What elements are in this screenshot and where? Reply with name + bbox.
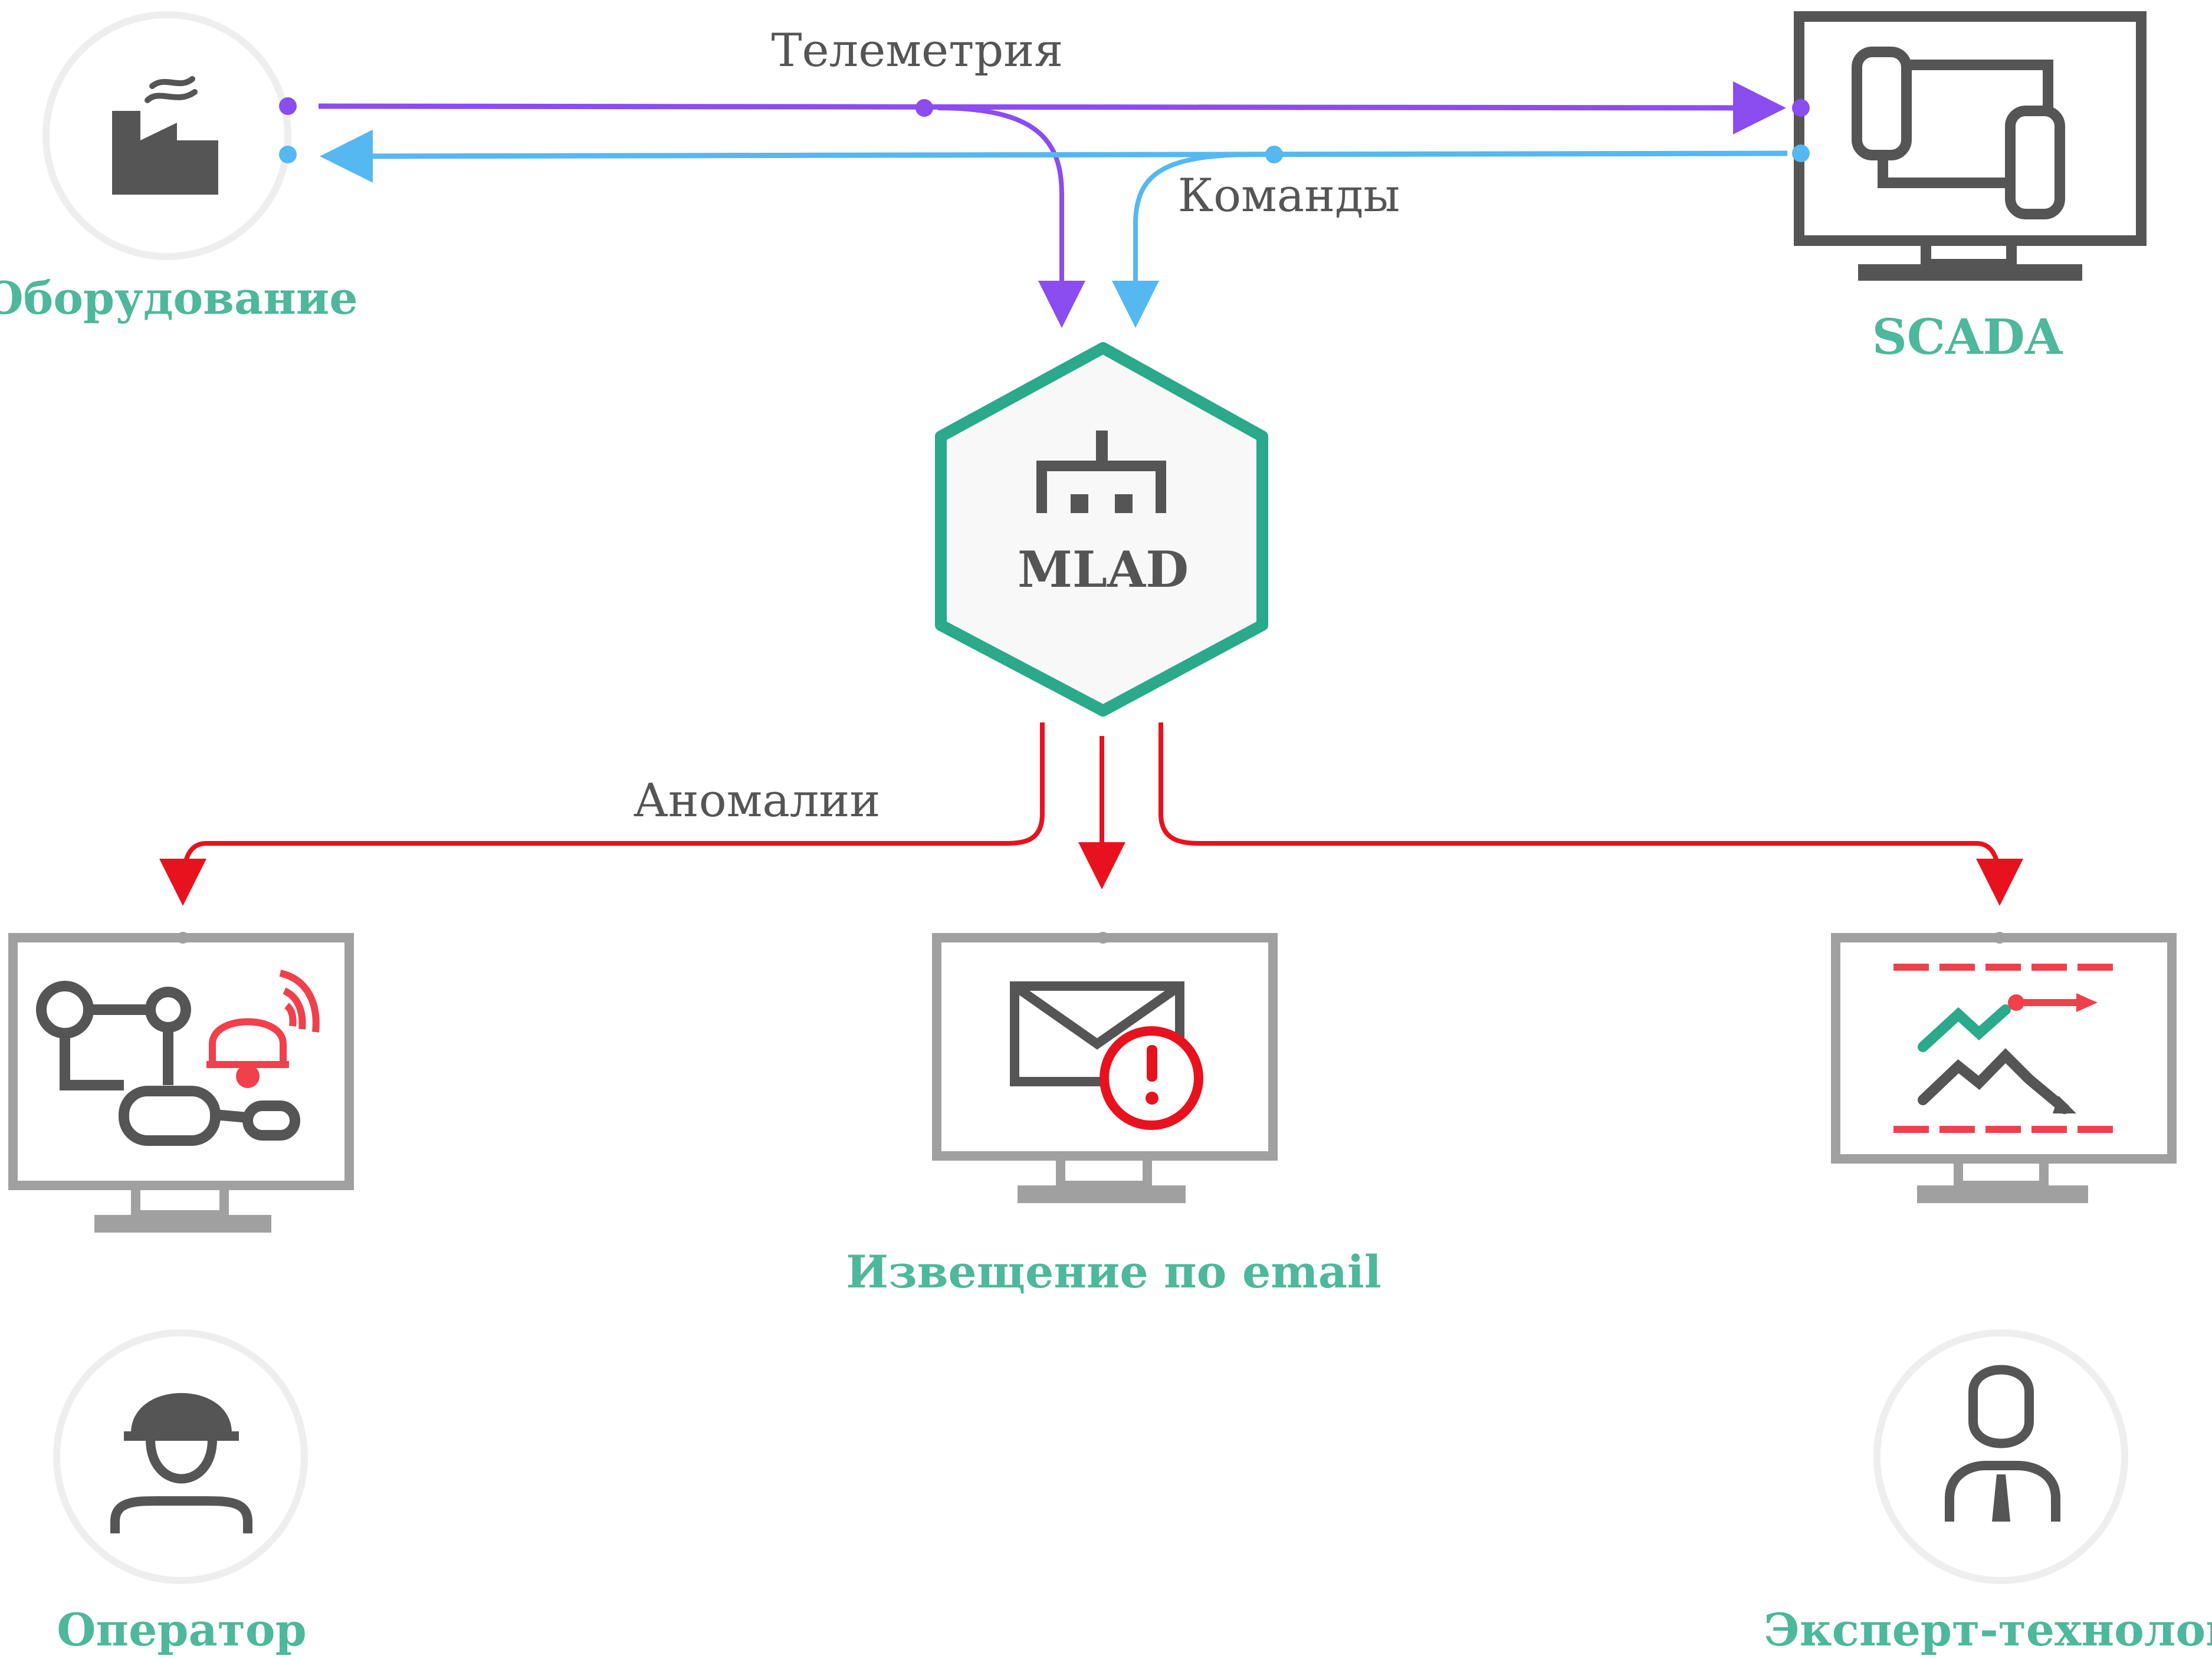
bell-icon <box>206 970 320 1088</box>
email-label: Извещение по email <box>846 1246 1381 1298</box>
equipment-label: Оборудование <box>0 272 358 324</box>
mlad-node: MLAD <box>935 342 1268 717</box>
commands-branch-line <box>1112 152 1257 328</box>
anomalies-line-expert <box>1158 722 2023 906</box>
mlad-hexagon <box>935 342 1268 717</box>
telemetry-end-dot <box>1792 99 1810 117</box>
commands-label: Команды <box>1178 169 1400 222</box>
equipment-node: Оборудование <box>0 11 358 324</box>
operator-node: Оператор <box>53 1329 308 1656</box>
commands-line <box>320 129 1788 183</box>
anomalies-line-operator <box>159 722 1045 906</box>
trend-chart-monitor-icon <box>1831 932 2177 1203</box>
telemetry-label: Телеметрия <box>771 24 1063 77</box>
expert-label: Эксперт-технолог <box>1764 1604 2212 1656</box>
commands-edge: Команды <box>279 129 1810 328</box>
telemetry-mid-dot <box>915 99 933 117</box>
telemetry-edge: Телеметрия <box>279 24 1810 328</box>
scada-node: SCADA <box>1794 11 2147 366</box>
commands-start-dot <box>1792 144 1810 162</box>
operator-label: Оператор <box>57 1604 307 1656</box>
worker-helmet-icon <box>110 1393 252 1533</box>
expert-node: Эксперт-технолог <box>1764 1329 2212 1656</box>
expert-circle <box>1873 1329 2128 1584</box>
commands-end-dot <box>279 146 297 163</box>
mlad-label: MLAD <box>1018 540 1189 599</box>
person-tie-icon <box>1945 1365 2060 1522</box>
expert-monitor <box>1831 932 2177 1203</box>
email-alert-monitor-icon <box>932 932 1278 1203</box>
robot-icon <box>1036 431 1166 513</box>
telemetry-start-dot <box>279 97 297 115</box>
email-node: Извещение по email <box>846 932 1381 1298</box>
telemetry-branch-line <box>937 106 1085 328</box>
monitor-icon <box>1794 11 2147 281</box>
commands-mid-dot <box>1265 146 1283 163</box>
scada-label: SCADA <box>1872 309 2063 366</box>
process-alarm-monitor-icon <box>8 932 354 1233</box>
operator-circle <box>53 1329 308 1584</box>
anomalies-label: Аномалии <box>634 774 881 827</box>
operator-monitor <box>8 932 354 1233</box>
anomalies-edge: Аномалии <box>159 722 2023 906</box>
telemetry-line <box>318 81 1786 134</box>
factory-icon <box>112 76 218 195</box>
